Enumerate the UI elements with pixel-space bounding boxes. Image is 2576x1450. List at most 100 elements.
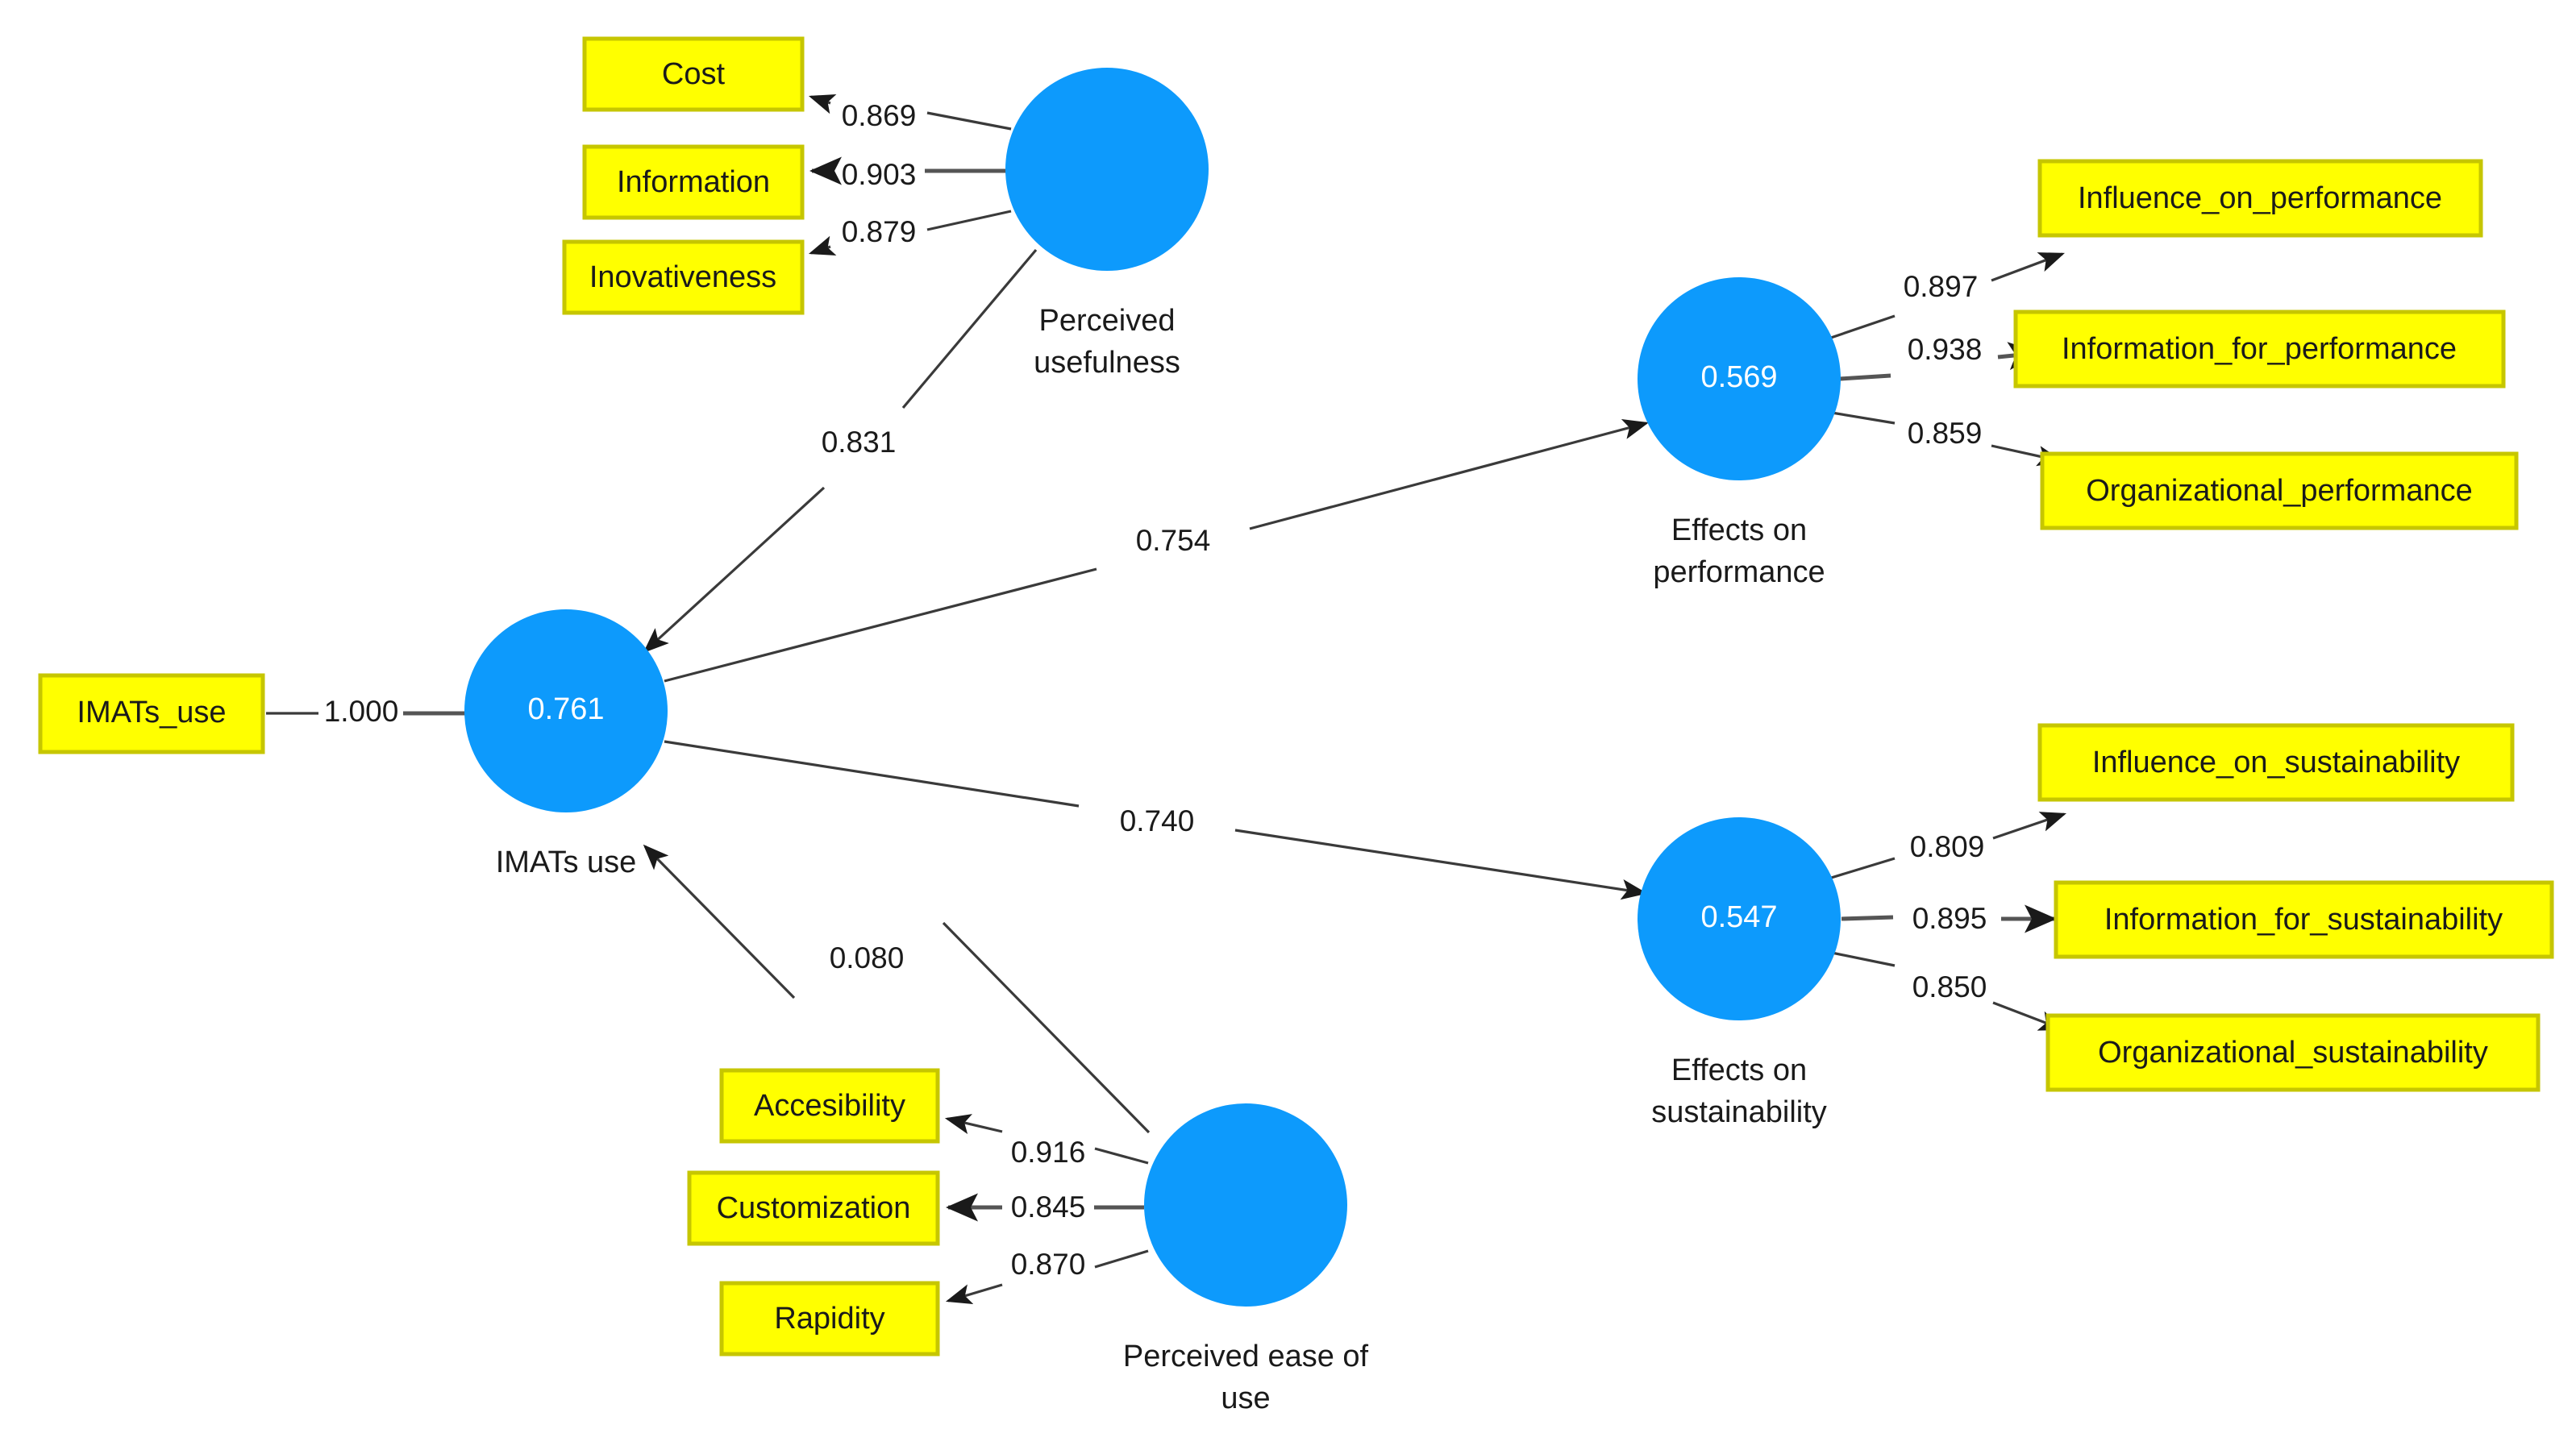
edge-peou-to-accesibility-tail: [1094, 1147, 1149, 1165]
indicator-organizational-performance-label: Organizational_performance: [2086, 474, 2473, 508]
indicator-rapidity-label: Rapidity: [774, 1302, 884, 1336]
edge-imats-to-performance-tail: [664, 567, 1097, 683]
edge-imats-to-sustainability-tail: [664, 740, 1080, 808]
edge-label-pu-to-information: 0.903: [842, 158, 917, 191]
construct-perceived-usefulness[interactable]: Perceived usefulness: [1005, 68, 1209, 380]
edge-es-to-influence-tail: [1828, 857, 1896, 880]
edge-pu-to-cost-head: [808, 93, 837, 114]
indicator-information-label: Information: [617, 165, 770, 199]
indicator-information-rect[interactable]: [582, 144, 805, 220]
indicator-accesibility-rect[interactable]: [719, 1068, 940, 1144]
construct-effects-on-performance-value: 0.569: [1700, 360, 1777, 394]
edge-es-to-influence-head: [1992, 812, 2067, 840]
indicator-organizational-sustainability[interactable]: Organizational_sustainability: [2045, 1013, 2541, 1092]
construct-perceived-ease-of-use-circle[interactable]: [1144, 1103, 1347, 1307]
construct-imats-use-circle[interactable]: [464, 609, 668, 812]
edge-label-imats-to-sustain: 0.740: [1120, 804, 1195, 837]
indicator-organizational-performance[interactable]: Organizational_performance: [2040, 451, 2519, 530]
edge-label-peou-to-imats: 0.080: [830, 941, 905, 974]
indicator-rapidity[interactable]: Rapidity: [719, 1281, 940, 1357]
edge-pu-to-imats-head: [643, 486, 826, 654]
indicator-inovativeness-label: Inovativeness: [589, 260, 776, 294]
edge-pu-to-cost-tail: [926, 111, 1012, 131]
edge-group-pu-to-imats: [643, 248, 1038, 654]
edge-group-sustainability-loadings: [1828, 812, 2067, 1031]
edge-ep-to-organizational-tail: [1831, 411, 1896, 425]
indicator-information-for-performance-rect[interactable]: [2013, 310, 2506, 388]
edge-imats-to-sustainability-head: [1234, 829, 1648, 900]
construct-effects-on-performance-caption-1: Effects on: [1671, 513, 1807, 547]
edge-label-peou-to-accesibility: 0.916: [1011, 1136, 1086, 1169]
indicator-customization-label: Customization: [717, 1191, 911, 1225]
edge-peou-to-accesibility-head: [944, 1114, 1003, 1135]
edge-group-perceived-usefulness-loadings: [808, 93, 1012, 256]
edge-label-imats-to-performance: 0.754: [1136, 524, 1211, 557]
construct-effects-on-sustainability[interactable]: 0.547 Effects on sustainability: [1638, 817, 1841, 1129]
indicator-information-for-sustainability-label: Information_for_sustainability: [2104, 903, 2503, 937]
indicator-customization[interactable]: Customization: [687, 1170, 940, 1246]
indicator-customization-rect[interactable]: [687, 1170, 940, 1246]
edge-peou-to-rapidity-tail: [1094, 1249, 1149, 1269]
construct-effects-on-performance[interactable]: 0.569 Effects on performance: [1638, 277, 1841, 589]
edge-pu-to-inovativeness-head: [808, 235, 837, 256]
edge-peou-to-imats-head: [643, 844, 796, 999]
indicator-inovativeness-rect[interactable]: [562, 239, 805, 315]
construct-perceived-ease-of-use[interactable]: Perceived ease of use: [1123, 1103, 1369, 1415]
indicator-cost[interactable]: Cost: [582, 36, 805, 112]
construct-effects-on-sustainability-circle[interactable]: [1638, 817, 1841, 1020]
edge-label-ep-to-information: 0.938: [1908, 333, 1983, 366]
construct-effects-on-performance-caption-2: performance: [1653, 555, 1825, 589]
edge-label-peou-to-rapidity: 0.870: [1011, 1248, 1086, 1281]
indicator-accesibility-label: Accesibility: [754, 1089, 905, 1123]
indicator-rapidity-rect[interactable]: [719, 1281, 940, 1357]
edge-label-pu-to-cost: 0.869: [842, 99, 917, 132]
construct-perceived-usefulness-circle[interactable]: [1005, 68, 1209, 271]
indicator-inovativeness[interactable]: Inovativeness: [562, 239, 805, 315]
indicator-information-for-sustainability-rect[interactable]: [2054, 880, 2554, 959]
construct-imats-use-value: 0.761: [527, 692, 604, 726]
indicator-organizational-sustainability-rect[interactable]: [2045, 1013, 2541, 1092]
construct-effects-on-performance-circle[interactable]: [1638, 277, 1841, 480]
indicator-information-for-performance-label: Information_for_performance: [2062, 332, 2457, 366]
construct-perceived-ease-of-use-caption-2: use: [1221, 1381, 1270, 1415]
edge-label-peou-to-customization: 0.845: [1011, 1190, 1086, 1224]
edge-ep-to-information-tail: [1839, 373, 1891, 381]
indicator-influence-on-performance-rect[interactable]: [2037, 159, 2483, 238]
indicator-influence-on-sustainability-rect[interactable]: [2037, 723, 2515, 802]
indicator-information[interactable]: Information: [582, 144, 805, 220]
edge-labels: 0.869 0.903 0.879 0.831 1.000 0.754 0.74…: [324, 99, 1987, 1281]
indicator-influence-on-sustainability[interactable]: Influence_on_sustainability: [2037, 723, 2515, 802]
edge-group-peou-to-imats: [643, 844, 1151, 1134]
indicator-organizational-performance-rect[interactable]: [2040, 451, 2519, 530]
edge-label-ep-to-organizational: 0.859: [1908, 417, 1983, 450]
edge-es-to-information-tail: [1841, 915, 1894, 921]
indicator-boxes: Cost Information Inovativeness IMATs_use…: [38, 36, 2554, 1357]
edge-group-peou-loadings: [944, 1114, 1149, 1305]
indicator-information-for-sustainability[interactable]: Information_for_sustainability: [2054, 880, 2554, 959]
construct-perceived-usefulness-caption-2: usefulness: [1034, 346, 1180, 380]
indicator-information-for-performance[interactable]: Information_for_performance: [2013, 310, 2506, 388]
construct-effects-on-sustainability-caption-2: sustainability: [1651, 1095, 1827, 1129]
indicator-cost-rect[interactable]: [582, 36, 805, 112]
edge-group-imats-to-sustainability: [664, 740, 1648, 900]
edge-es-to-organizational-tail: [1831, 951, 1896, 967]
construct-effects-on-sustainability-value: 0.547: [1700, 900, 1777, 934]
edge-label-es-to-influence: 0.809: [1910, 830, 1985, 863]
indicator-accesibility[interactable]: Accesibility: [719, 1068, 940, 1144]
edge-peou-to-imats-tail: [942, 921, 1151, 1134]
indicator-cost-label: Cost: [662, 57, 726, 91]
indicator-influence-on-performance[interactable]: Influence_on_performance: [2037, 159, 2483, 238]
construct-nodes: Perceived usefulness 0.761 IMATs use 0.5…: [464, 68, 1841, 1415]
edge-label-pu-to-inovativeness: 0.879: [842, 215, 917, 248]
indicator-imats-use-rect[interactable]: [38, 673, 265, 754]
construct-perceived-ease-of-use-caption-1: Perceived ease of: [1123, 1340, 1369, 1373]
edge-group-imats-to-performance: [664, 419, 1650, 683]
edge-label-pu-to-imats: 0.831: [822, 426, 897, 459]
construct-imats-use[interactable]: 0.761 IMATs use: [464, 609, 668, 879]
edge-label-es-to-information: 0.895: [1912, 902, 1987, 935]
indicator-imats-use[interactable]: IMATs_use: [38, 673, 265, 754]
edge-label-imats-indicator: 1.000: [324, 695, 399, 728]
construct-effects-on-sustainability-caption-1: Effects on: [1671, 1053, 1807, 1087]
edge-imats-to-performance-head: [1249, 419, 1650, 530]
